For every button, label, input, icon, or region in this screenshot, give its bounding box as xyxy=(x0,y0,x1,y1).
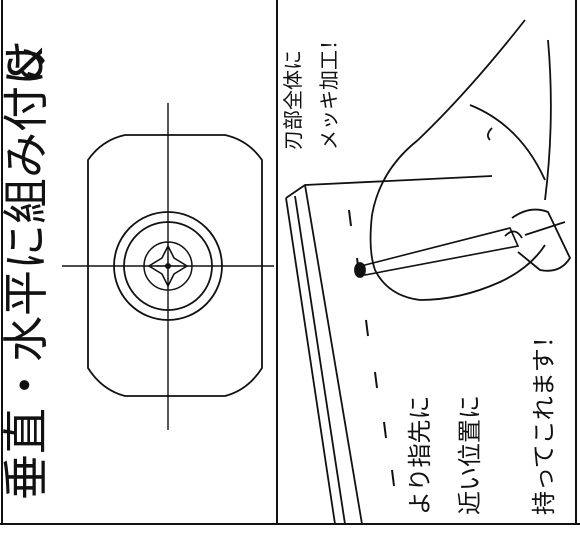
right-note-bottom-line3: 持ってこれます！ xyxy=(530,324,558,515)
right-panel: 刃部全体に メッキ加工！ より指先に 近い位置に 持ってこれます！ xyxy=(281,19,572,525)
left-title-ampersand-group: & xyxy=(0,46,53,82)
right-note-bottom-line1: より指先に xyxy=(406,395,434,515)
right-note-top: 刃部全体に メッキ加工！ xyxy=(281,30,341,150)
right-note-top-line1: 刃部全体に xyxy=(281,50,305,150)
lock-cylinder-plate-icon xyxy=(62,103,274,430)
right-note-top-line2: メッキ加工！ xyxy=(317,30,341,150)
left-title-group: 垂直・水平に組み付け xyxy=(0,40,53,500)
left-panel: 垂直・水平に組み付け & xyxy=(0,40,274,500)
left-title: 垂直・水平に組み付け xyxy=(0,40,53,500)
right-note-bottom: より指先に 近い位置に 持ってこれます！ xyxy=(406,324,558,515)
right-note-bottom-line2: 近い位置に xyxy=(456,395,484,515)
panel-frame xyxy=(0,0,580,525)
hand-holding-key-icon xyxy=(354,19,572,301)
left-title-ampersand: & xyxy=(0,46,53,82)
blade-edges xyxy=(285,175,493,525)
